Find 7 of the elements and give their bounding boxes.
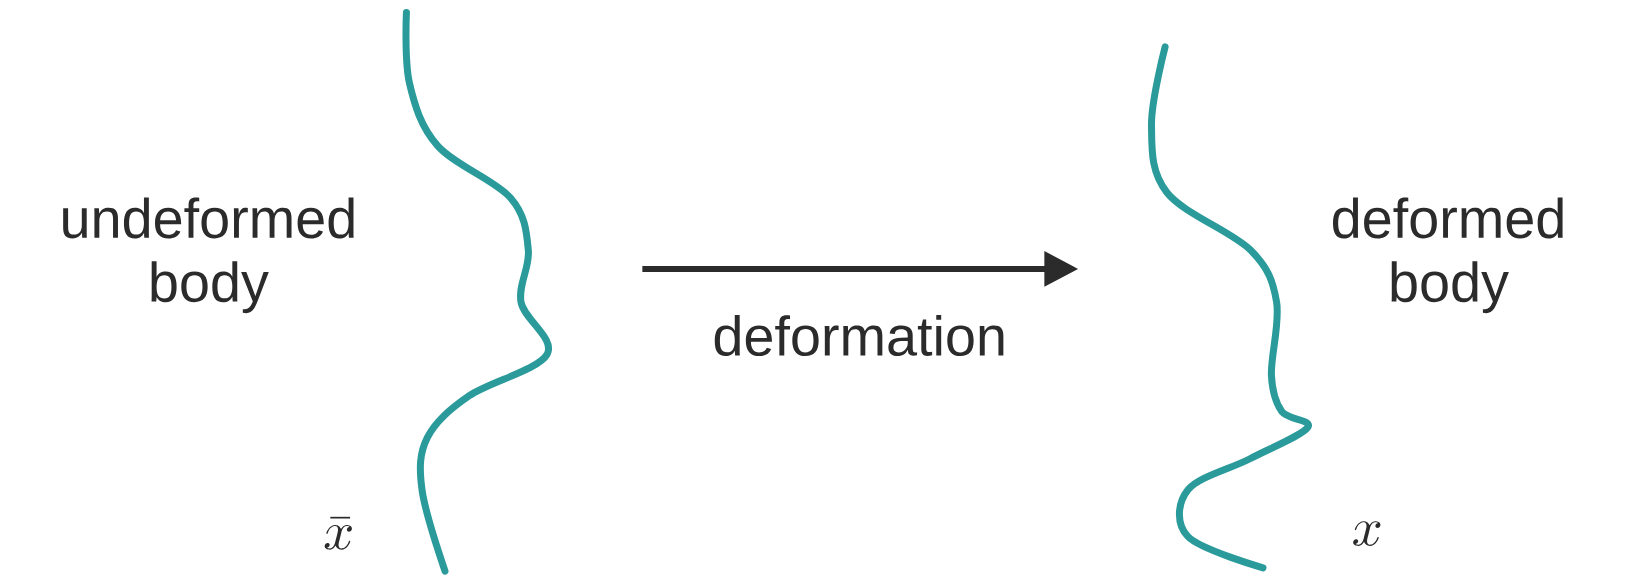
edge-label: deformation	[714, 315, 1004, 357]
curve	[402, 9, 552, 575]
variable-label: $x$	[1353, 521, 1381, 546]
variable-label: $\bar{x}$	[324, 516, 352, 550]
body-label: deformed body	[1333, 197, 1563, 314]
curve	[1148, 43, 1312, 572]
body-label: undeformed body	[63, 197, 354, 314]
